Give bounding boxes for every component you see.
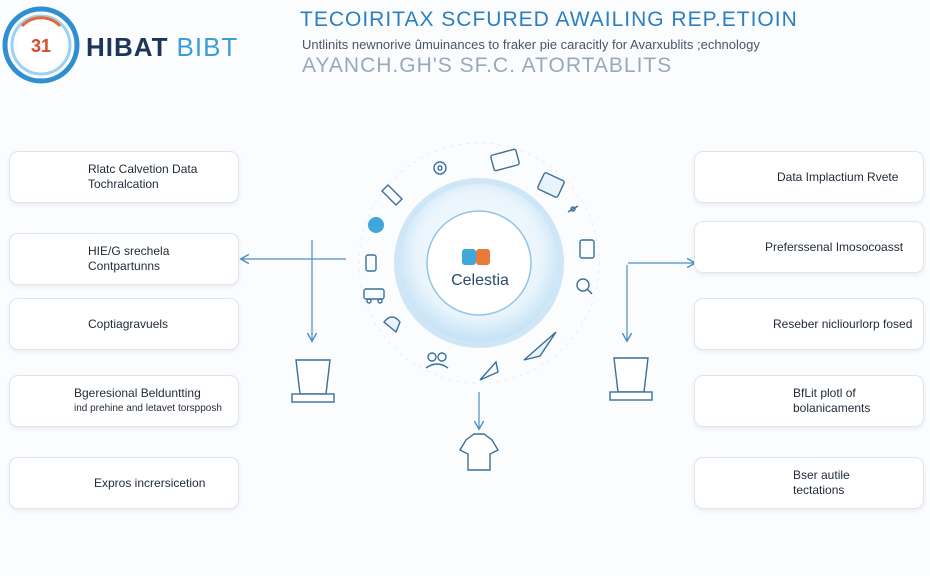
left-card-1-label: Rlatc Calvetion Data Tochralcation: [88, 162, 198, 191]
phone-icon: [365, 254, 377, 272]
left-card-2[interactable]: HIE/G srechela Contpartunns: [9, 233, 239, 285]
right-card-1-label: Data Implactium Rvete: [777, 169, 899, 184]
right-card-3-label: Reseber nicliourlorp fosed: [773, 316, 913, 331]
hub-label: Celestia: [451, 272, 509, 289]
page-subtitle: Untlinits newnorive ûmuinances to fraker…: [302, 37, 760, 52]
truck-icon: [363, 288, 385, 304]
folder-icon: [537, 172, 565, 198]
left-card-1[interactable]: Rlatc Calvetion Data Tochralcation: [9, 151, 239, 203]
pen-icon: [381, 184, 403, 206]
badge-icon: [579, 239, 595, 259]
orbit-icons: [363, 148, 595, 381]
brand-badge: 31: [31, 36, 51, 56]
people-icon: [425, 352, 449, 369]
right-card-3[interactable]: Reseber nicliourlorp fosed: [694, 298, 924, 350]
brand-logo: 31: [2, 6, 80, 84]
left-card-5[interactable]: Expros incrersicetion: [9, 457, 239, 509]
chat-icon: [383, 316, 401, 334]
right-card-2[interactable]: Preferssenal Imosocoasst: [694, 221, 924, 273]
right-card-5[interactable]: Bser autile tectations: [694, 457, 924, 509]
brand-name-main: HIBAT: [86, 32, 169, 62]
gear-icon: [433, 161, 447, 175]
shirt-icon: [459, 433, 499, 471]
search-icon: [576, 278, 593, 295]
leaf-icon: [523, 331, 557, 361]
page-tagline: AYANCH.GH'S SF.C. ATORTABLITS: [302, 54, 673, 77]
pin-icon: [368, 217, 384, 233]
hub-logo-icon: [462, 249, 490, 265]
orbit-ring: [358, 142, 600, 384]
right-card-4-label: BfLit plotl of bolanicaments: [793, 386, 871, 415]
left-card-4-label: Bgeresional Belduntting ind prehine and …: [74, 386, 222, 414]
right-card-1[interactable]: Data Implactium Rvete: [694, 151, 924, 203]
left-card-2-label: HIE/G srechela Contpartunns: [88, 244, 170, 273]
card-icon: [490, 148, 520, 172]
bag-icon-right: [609, 357, 653, 401]
right-card-4[interactable]: BfLit plotl of bolanicaments: [694, 375, 924, 427]
brand-name: HIBAT BIBT: [86, 32, 238, 63]
right-card-2-label: Preferssenal Imosocoasst: [765, 239, 904, 254]
brand-name-sub: BIBT: [176, 32, 239, 62]
left-card-5-label: Expros incrersicetion: [94, 475, 206, 490]
rocket-icon: [479, 360, 499, 381]
left-card-3[interactable]: Coptiagravuels: [9, 298, 239, 350]
page-title: TECOIRITAX SCFURED AWAILING REP.ETIOIN: [300, 8, 798, 31]
bag-icon-left: [291, 359, 335, 403]
right-card-5-label: Bser autile tectations: [793, 468, 850, 497]
tool-icon: [567, 205, 579, 213]
left-card-3-label: Coptiagravuels: [88, 316, 169, 331]
left-card-4[interactable]: Bgeresional Belduntting ind prehine and …: [9, 375, 239, 427]
